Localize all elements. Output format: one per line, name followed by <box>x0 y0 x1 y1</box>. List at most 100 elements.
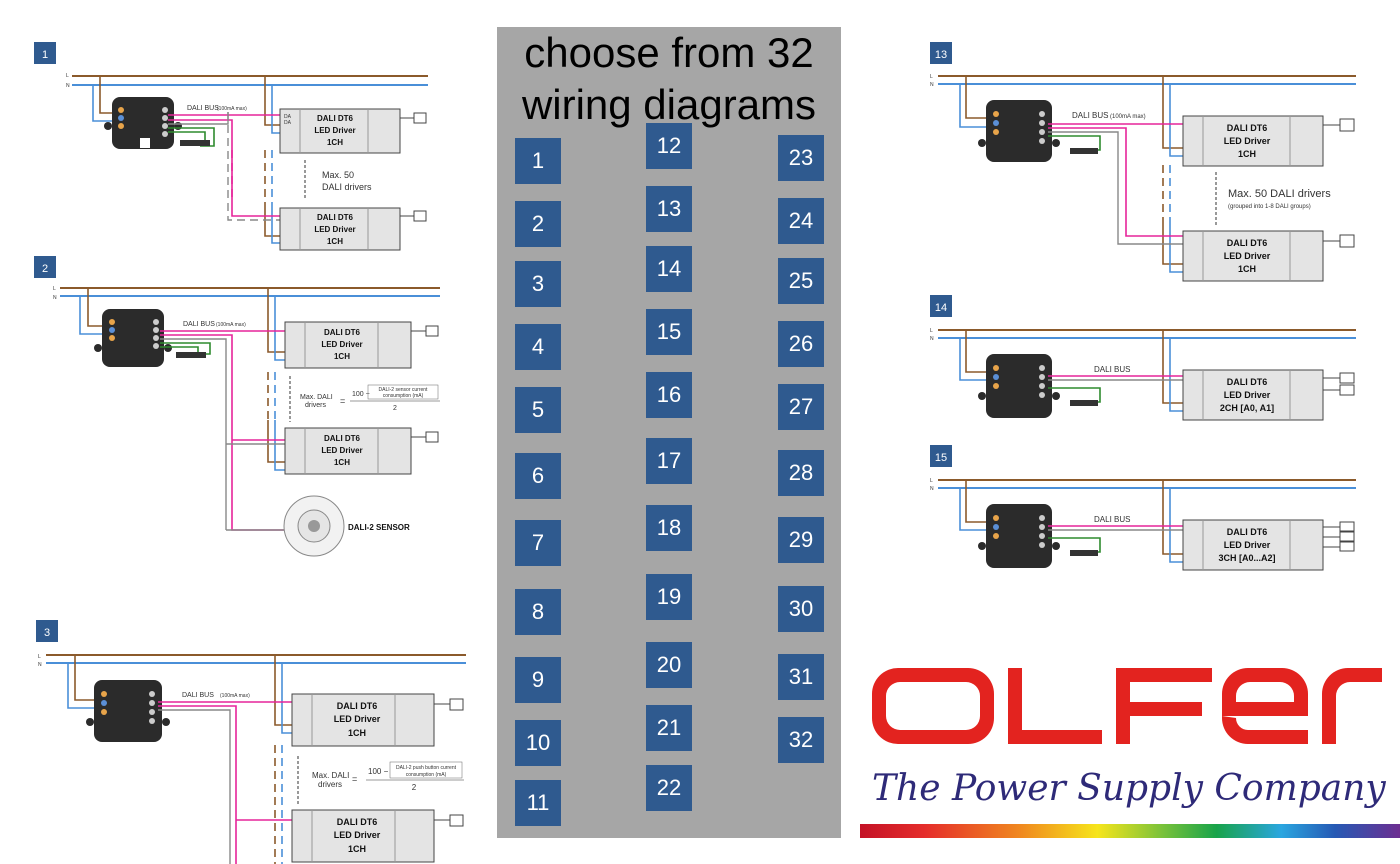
svg-text:DALI BUS: DALI BUS <box>187 105 219 112</box>
svg-text:LED Driver: LED Driver <box>321 340 362 349</box>
led-driver <box>1182 115 1324 167</box>
diagram-14: 14 L N DALI BUS DALI DT6 LED Driver 2CH … <box>930 295 1356 421</box>
svg-text:(100mA max): (100mA max) <box>220 693 250 699</box>
diagram-tile-25[interactable]: 25 <box>778 258 824 304</box>
diagram-tile-20[interactable]: 20 <box>646 642 692 688</box>
svg-text:Max. DALI: Max. DALI <box>300 394 333 401</box>
diagram-tile-11[interactable]: 11 <box>515 780 561 826</box>
diagram-tile-14[interactable]: 14 <box>646 246 692 292</box>
diagram-tile-32[interactable]: 32 <box>778 717 824 763</box>
diagram-tile-17[interactable]: 17 <box>646 438 692 484</box>
svg-text:L: L <box>53 286 56 292</box>
diagram-tile-29[interactable]: 29 <box>778 517 824 563</box>
dali-controller <box>986 504 1052 568</box>
svg-text:2: 2 <box>393 405 397 412</box>
svg-text:DALI-2 sensor current: DALI-2 sensor current <box>379 387 429 393</box>
diagram-tile-28[interactable]: 28 <box>778 450 824 496</box>
svg-text:(100mA max): (100mA max) <box>217 106 247 112</box>
svg-text:14: 14 <box>935 302 947 314</box>
svg-text:consumption (mA): consumption (mA) <box>406 772 447 778</box>
diagram-tile-7[interactable]: 7 <box>515 520 561 566</box>
led-driver <box>1182 519 1324 571</box>
diagram-13: 13 L N DALI BUS (100mA max) <box>930 42 1356 282</box>
led-driver <box>291 693 435 747</box>
svg-text:1CH: 1CH <box>334 352 350 361</box>
svg-text:1CH: 1CH <box>348 844 366 854</box>
diagram-tile-31[interactable]: 31 <box>778 654 824 700</box>
svg-text:N: N <box>66 83 70 89</box>
diagram-tile-12[interactable]: 12 <box>646 123 692 169</box>
led-driver <box>284 427 412 475</box>
diagram-tile-13[interactable]: 13 <box>646 186 692 232</box>
diagram-tile-6[interactable]: 6 <box>515 453 561 499</box>
svg-text:DALI drivers: DALI drivers <box>322 182 372 192</box>
svg-text:100 −: 100 − <box>352 391 370 398</box>
diagram-tile-22[interactable]: 22 <box>646 765 692 811</box>
diagram-tile-23[interactable]: 23 <box>778 135 824 181</box>
svg-text:DALI DT6: DALI DT6 <box>317 114 354 123</box>
svg-text:1CH: 1CH <box>1238 264 1256 274</box>
svg-text:DALI BUS: DALI BUS <box>1094 365 1130 374</box>
svg-text:L: L <box>930 328 933 334</box>
svg-text:2CH [A0, A1]: 2CH [A0, A1] <box>1220 403 1274 413</box>
diagram-tile-5[interactable]: 5 <box>515 387 561 433</box>
svg-text:DALI DT6: DALI DT6 <box>324 328 361 337</box>
svg-text:DALI DT6: DALI DT6 <box>324 434 361 443</box>
diagram-tile-26[interactable]: 26 <box>778 321 824 367</box>
diagram-tile-3[interactable]: 3 <box>515 261 561 307</box>
svg-text:DALI DT6: DALI DT6 <box>1227 238 1268 248</box>
diagram-tile-8[interactable]: 8 <box>515 589 561 635</box>
diagram-tile-18[interactable]: 18 <box>646 505 692 551</box>
svg-text:100 −: 100 − <box>368 767 389 776</box>
diagram-number: 1 <box>42 49 48 61</box>
led-driver <box>1182 369 1324 421</box>
svg-text:Max. DALI: Max. DALI <box>312 771 349 780</box>
diagram-1: 1 L N <box>34 42 428 251</box>
svg-text:2: 2 <box>412 783 417 792</box>
svg-text:3CH [A0...A2]: 3CH [A0...A2] <box>1218 553 1275 563</box>
led-driver <box>1182 230 1324 282</box>
diagram-tile-2[interactable]: 2 <box>515 201 561 247</box>
svg-text:1CH: 1CH <box>1238 149 1256 159</box>
diagram-tile-27[interactable]: 27 <box>778 384 824 430</box>
svg-text:LED Driver: LED Driver <box>321 446 362 455</box>
diagram-tile-16[interactable]: 16 <box>646 372 692 418</box>
diagram-tile-4[interactable]: 4 <box>515 324 561 370</box>
svg-text:(100mA max): (100mA max) <box>216 322 246 328</box>
diagram-tile-19[interactable]: 19 <box>646 574 692 620</box>
svg-text:(100mA max): (100mA max) <box>1110 114 1146 120</box>
diagram-3: 3 L N DALI BUS (100mA max) DALI DT6 LE <box>36 620 466 864</box>
dali-controller <box>94 680 162 742</box>
svg-text:L: L <box>930 74 933 80</box>
rainbow-bar <box>860 824 1400 838</box>
svg-text:DALI BUS: DALI BUS <box>1072 111 1108 120</box>
svg-text:Max. 50: Max. 50 <box>322 170 354 180</box>
svg-text:LED Driver: LED Driver <box>334 830 381 840</box>
svg-text:=: = <box>340 396 345 406</box>
svg-text:DALI DT6: DALI DT6 <box>337 701 378 711</box>
diagram-tile-15[interactable]: 15 <box>646 309 692 355</box>
svg-text:(grouped into 1-8 DALI groups): (grouped into 1-8 DALI groups) <box>1228 204 1311 210</box>
svg-text:LED Driver: LED Driver <box>1224 540 1271 550</box>
svg-text:consumption (mA): consumption (mA) <box>383 393 424 399</box>
tagline: The Power Supply Company <box>872 768 1386 809</box>
diagram-tile-9[interactable]: 9 <box>515 657 561 703</box>
svg-text:=: = <box>352 774 357 784</box>
svg-text:LED Driver: LED Driver <box>1224 251 1271 261</box>
dali-controller <box>986 354 1052 418</box>
diagram-tile-30[interactable]: 30 <box>778 586 824 632</box>
diagram-tile-10[interactable]: 10 <box>515 720 561 766</box>
svg-text:N: N <box>38 662 42 668</box>
dali-controller <box>112 97 174 149</box>
diagram-tile-1[interactable]: 1 <box>515 138 561 184</box>
olfer-logo <box>872 668 1382 744</box>
diagram-tile-21[interactable]: 21 <box>646 705 692 751</box>
svg-text:DALI BUS: DALI BUS <box>182 692 214 699</box>
diagram-15: 15 L N DALI BUS DALI DT6 LED Driver 3CH … <box>930 445 1356 571</box>
diagram-tile-24[interactable]: 24 <box>778 198 824 244</box>
svg-text:DALI BUS: DALI BUS <box>183 321 215 328</box>
svg-text:1CH: 1CH <box>327 237 343 246</box>
svg-text:DA: DA <box>284 120 292 126</box>
